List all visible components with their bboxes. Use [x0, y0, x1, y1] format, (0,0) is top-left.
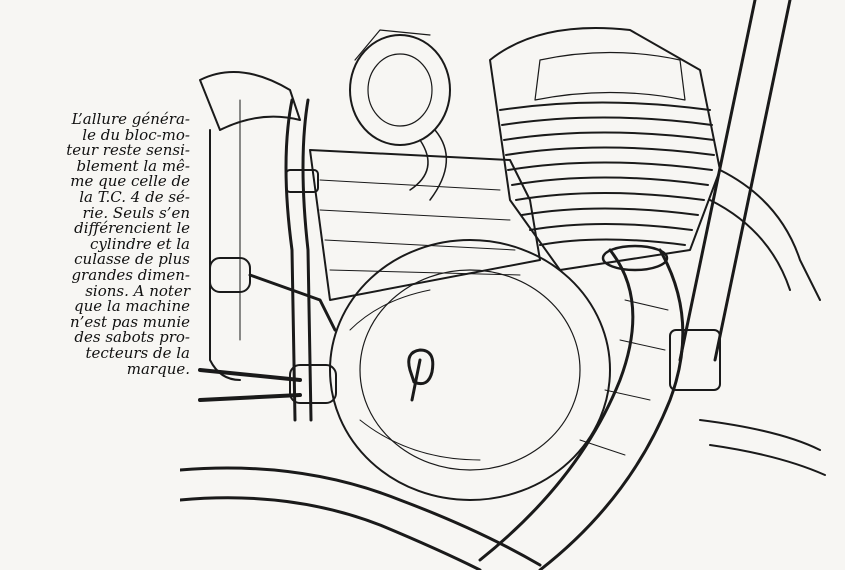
lower-frame	[180, 419, 826, 570]
caption-line: grandes dimen-	[71, 265, 190, 284]
caption-line: cylindre et la	[90, 234, 190, 253]
caption-line: L’allure généra-	[71, 110, 190, 128]
exhaust-pipe	[478, 244, 685, 570]
caption-line: la T.C. 4 de sé-	[79, 187, 190, 206]
caption-line: me que celle de	[70, 172, 190, 191]
clutch-cover	[329, 239, 611, 501]
caption-line: rie. Seuls s’en	[82, 203, 190, 222]
caption-line: n’est pas munie	[69, 312, 190, 331]
caption-line: tecteurs de la	[85, 343, 191, 362]
caption-line: culasse de plus	[74, 250, 190, 269]
figure-caption: L’allure généra- le du bloc-mo- teur res…	[14, 110, 191, 378]
caption-line: différencient le	[74, 219, 190, 238]
caption-line: des sabots pro-	[74, 328, 190, 347]
caption-line: le du bloc-mo-	[82, 125, 190, 144]
caption-line: que la machine	[74, 297, 190, 316]
frame-tube-left	[284, 98, 319, 422]
mudguard-panel	[199, 71, 301, 381]
caption-line: blement la mê-	[76, 156, 190, 175]
caption-line: teur reste sensi-	[66, 141, 190, 160]
caption-line: marque.	[126, 359, 190, 378]
footrest	[198, 257, 337, 404]
frame-tube-right	[669, 0, 821, 391]
caption-line: sions. A noter	[85, 281, 190, 300]
cylinder	[489, 27, 721, 271]
engine-illustration	[180, 0, 826, 570]
carburettor	[349, 29, 451, 201]
